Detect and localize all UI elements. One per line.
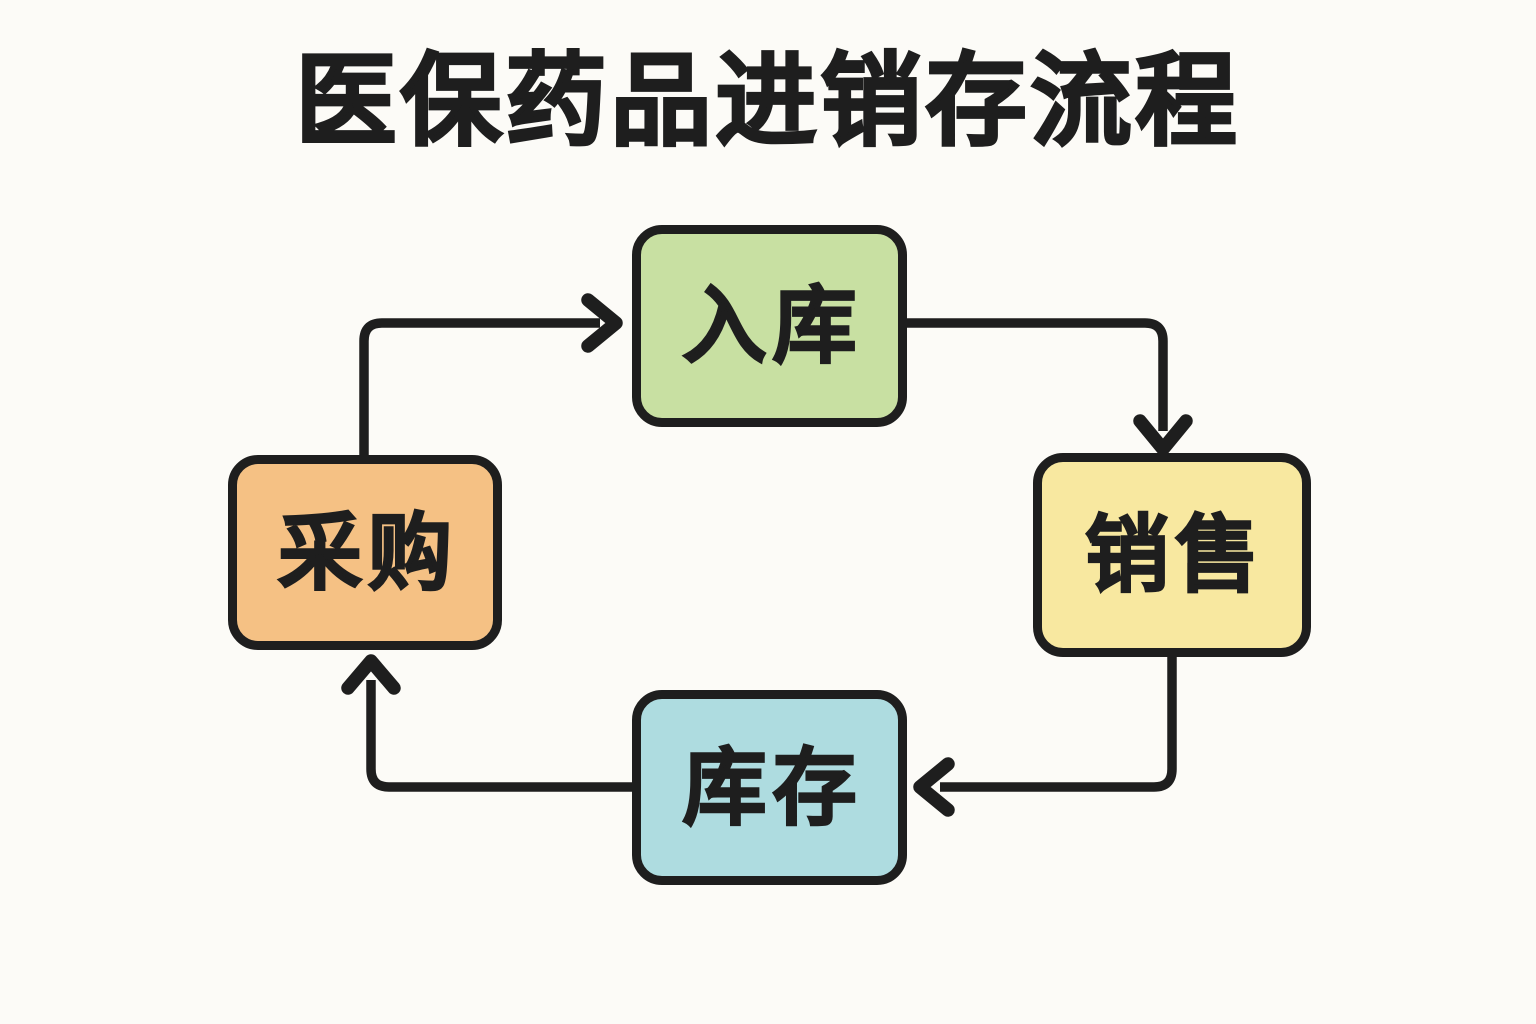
- arrow-inventory-to-procurement: [366, 680, 633, 792]
- node-inbound: 入库: [632, 225, 907, 427]
- arrowhead-sales-to-inventory: [913, 757, 955, 817]
- arrow-inbound-to-sales: [906, 318, 1168, 431]
- diagram-title: 医保药品进销存流程: [294, 42, 1241, 160]
- arrow-procurement-to-inbound: [359, 318, 600, 456]
- arrowhead-inventory-to-procurement: [341, 654, 401, 695]
- node-procurement-label: 采购: [277, 503, 458, 602]
- node-procurement: 采购: [228, 455, 502, 650]
- node-sales-label: 销售: [1084, 506, 1265, 604]
- node-inventory: 库存: [632, 690, 907, 885]
- arrowhead-procurement-to-inbound: [581, 293, 623, 353]
- arrowhead-inbound-to-sales: [1133, 414, 1193, 456]
- node-sales: 销售: [1033, 453, 1311, 657]
- node-inbound-label: 入库: [681, 277, 863, 375]
- arrow-sales-to-inventory: [940, 656, 1177, 792]
- node-inventory-label: 库存: [681, 738, 863, 837]
